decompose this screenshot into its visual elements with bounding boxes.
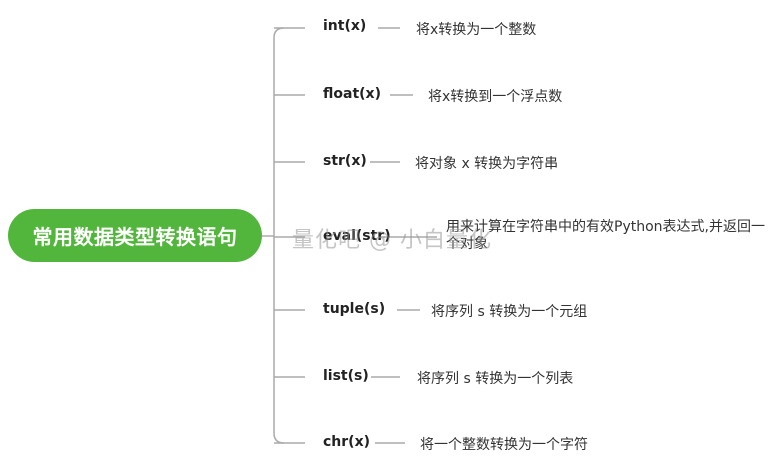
branch-4-desc: 将序列 s 转换为一个元组: [431, 304, 588, 320]
branch-1-func: float(x): [323, 86, 381, 102]
root-node: 常用数据类型转换语句: [8, 209, 262, 262]
branch-6-func: chr(x): [323, 434, 370, 450]
branch-6-desc: 将一个整数转换为一个字符: [420, 437, 588, 453]
branch-5-desc: 将序列 s 转换为一个列表: [417, 371, 574, 387]
branch-3-func: eval(str): [323, 228, 391, 244]
branch-2-func: str(x): [323, 153, 367, 169]
branch-5-func: list(s): [323, 368, 369, 384]
branch-2-desc: 将对象 x 转换为字符串: [415, 156, 559, 172]
trunk-connector: [273, 27, 285, 444]
branch-3-desc: 用来计算在字符串中的有效Python表达式,并返回一个对象: [446, 219, 765, 252]
branch-4-func: tuple(s): [323, 301, 386, 317]
root-node-label: 常用数据类型转换语句: [32, 225, 238, 249]
branch-0-func: int(x): [323, 18, 367, 34]
branch-1-desc: 将x转换到一个浮点数: [428, 89, 563, 105]
branch-0-desc: 将x转换为一个整数: [416, 22, 537, 38]
